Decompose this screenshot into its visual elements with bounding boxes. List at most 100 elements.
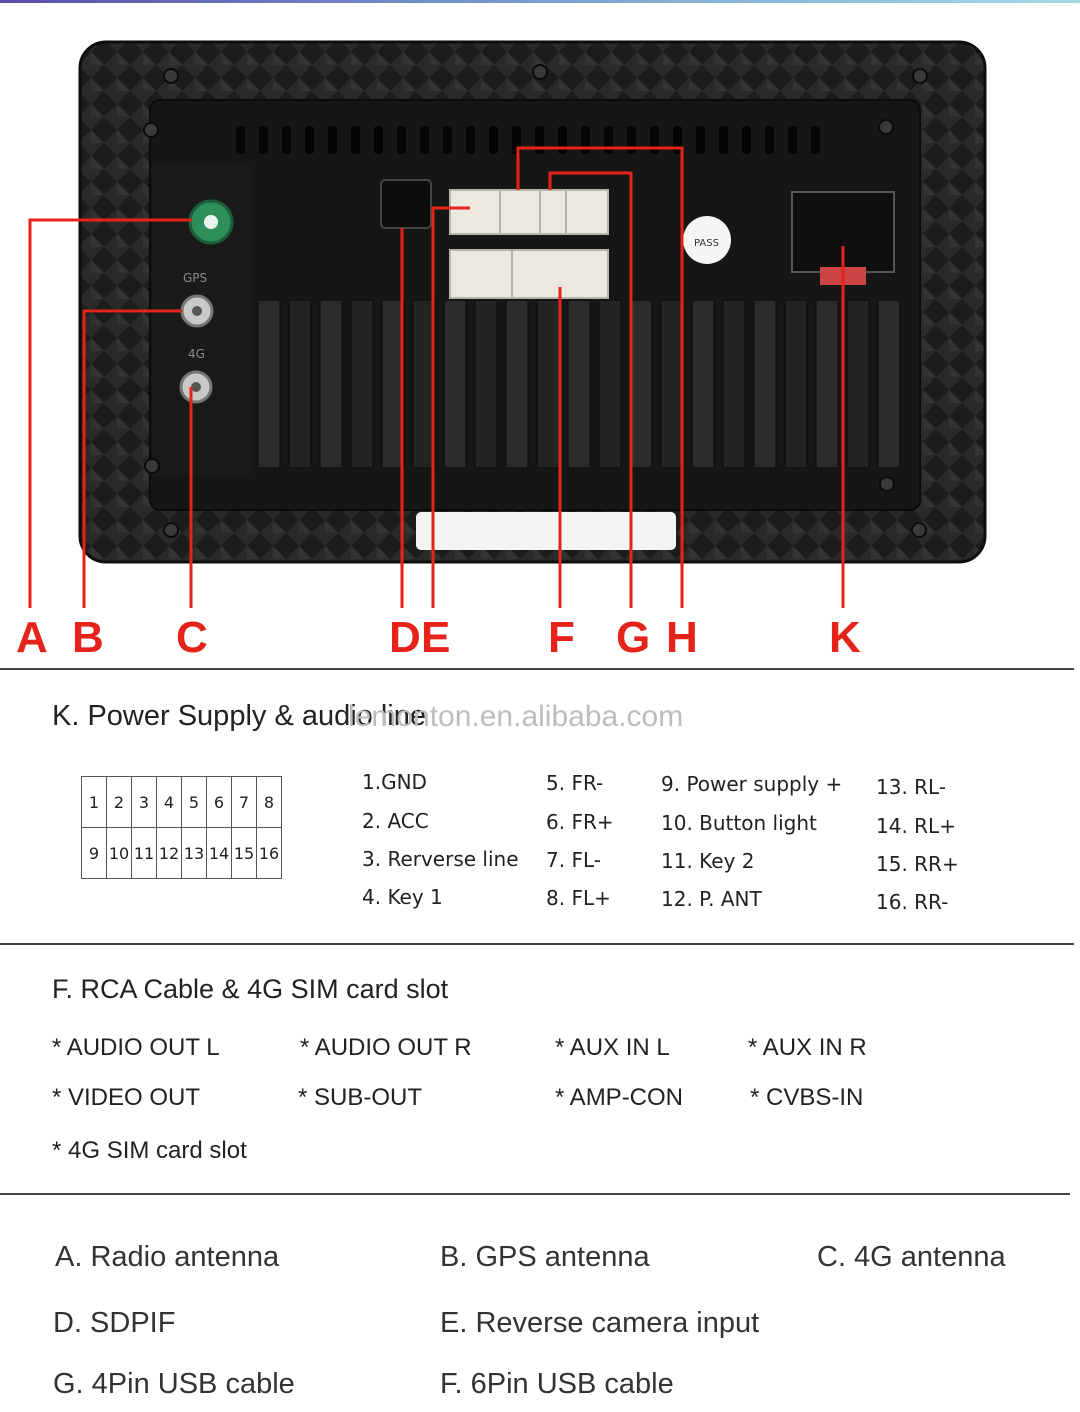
heat-sink-fin xyxy=(505,299,529,469)
rca-connector-block xyxy=(449,249,609,299)
divider xyxy=(0,668,1074,670)
heat-sink-fin xyxy=(660,299,684,469)
pin-desc: 12. P. ANT xyxy=(661,887,762,911)
top-accent-bar xyxy=(0,0,1080,3)
svg-text:PASS: PASS xyxy=(694,238,719,249)
legend-item: D. SDPIF xyxy=(53,1307,176,1339)
vent-slot xyxy=(236,126,245,154)
pin-desc: 15. RR+ xyxy=(876,852,959,876)
radio-antenna-port xyxy=(188,199,234,245)
pin-desc: 16. RR- xyxy=(876,890,949,914)
callout-lines xyxy=(28,146,845,608)
heat-sink-fin xyxy=(288,299,312,469)
screw xyxy=(163,522,179,538)
vent-slot xyxy=(650,126,659,154)
vent-slot xyxy=(535,126,544,154)
screw xyxy=(912,68,928,84)
heat-sink-fin xyxy=(753,299,777,469)
watermark: lemonton.en.alibaba.com xyxy=(348,700,684,733)
heat-sink-fin xyxy=(722,299,746,469)
heat-sink xyxy=(257,299,901,469)
pin-desc: 3. Rerverse line xyxy=(362,847,519,871)
pin-cell: 5 xyxy=(181,776,207,828)
heat-sink-fin xyxy=(846,299,870,469)
vent-slot xyxy=(489,126,498,154)
heat-sink-fin xyxy=(474,299,498,469)
heat-sink-fin xyxy=(691,299,715,469)
pin-desc: 7. FL- xyxy=(546,848,601,872)
mounting-screws xyxy=(143,64,928,538)
rca-item: * AUDIO OUT L xyxy=(52,1034,220,1061)
heat-sink-fin xyxy=(412,299,436,469)
rca-item: * AUX IN L xyxy=(555,1034,670,1061)
g4-port-label: 4G xyxy=(188,347,205,361)
pin-desc: 13. RL- xyxy=(876,775,947,799)
screw xyxy=(878,119,894,135)
callout-letter-h: H xyxy=(666,613,698,662)
rca-section-title: F. RCA Cable & 4G SIM card slot xyxy=(52,974,449,1004)
vent-slot xyxy=(420,126,429,154)
pin-desc: 4. Key 1 xyxy=(362,885,443,909)
rca-item: * CVBS-IN xyxy=(750,1084,864,1111)
heat-sink-fin xyxy=(815,299,839,469)
pin-desc: 8. FL+ xyxy=(546,886,611,910)
rca-item: * AUDIO OUT R xyxy=(300,1034,472,1061)
rca-item: * VIDEO OUT xyxy=(52,1084,201,1111)
gps-antenna-port xyxy=(180,294,214,328)
screw xyxy=(163,68,179,84)
vent-slot xyxy=(305,126,314,154)
pin-desc: 1.GND xyxy=(362,770,427,794)
qc-pass-sticker: PASS xyxy=(683,216,731,264)
heat-sink-fin xyxy=(536,299,560,469)
gps-port-label: GPS xyxy=(183,271,207,285)
pin-desc: 9. Power supply + xyxy=(661,772,843,796)
callout-letter-d: D xyxy=(389,613,421,662)
vent-slot xyxy=(351,126,360,154)
pin-cell: 6 xyxy=(206,776,232,828)
heat-sink-fin xyxy=(629,299,653,469)
rca-item: * 4G SIM card slot xyxy=(52,1137,247,1164)
vent-slot xyxy=(788,126,797,154)
vent-slot xyxy=(604,126,613,154)
vent-slot xyxy=(558,126,567,154)
heat-sink-fin xyxy=(319,299,343,469)
callout-letter-f: F xyxy=(548,613,575,662)
pin-cell: 3 xyxy=(131,776,157,828)
vent-slot xyxy=(581,126,590,154)
vent-slot xyxy=(466,126,475,154)
pin-cell: 15 xyxy=(231,827,257,879)
rca-item: * SUB-OUT xyxy=(298,1084,423,1111)
callout-letter-k: K xyxy=(829,613,861,662)
pin-cell: 8 xyxy=(256,776,282,828)
pin-desc: 14. RL+ xyxy=(876,814,956,838)
heat-sink-fin xyxy=(877,299,901,469)
pin-cell: 7 xyxy=(231,776,257,828)
divider xyxy=(0,943,1074,945)
screw xyxy=(911,522,927,538)
heat-sink-fin xyxy=(257,299,281,469)
vent-slot xyxy=(627,126,636,154)
vent-slot xyxy=(696,126,705,154)
pin-cell: 11 xyxy=(131,827,157,879)
pin-grid: 1 2 3 4 5 6 7 8 9 10 11 12 13 14 15 16 xyxy=(81,776,282,879)
heat-sink-fin xyxy=(381,299,405,469)
divider xyxy=(0,1193,1070,1195)
heat-sink-fin xyxy=(567,299,591,469)
callout-letter-b: B xyxy=(72,613,104,662)
heat-sink-fin xyxy=(350,299,374,469)
vent-slot xyxy=(282,126,291,154)
pin-cell: 16 xyxy=(256,827,282,879)
heat-sink-fin xyxy=(784,299,808,469)
pin-cell: 1 xyxy=(81,776,107,828)
device-back-diagram: GPS 4G PASS xyxy=(16,40,987,662)
vent-slot xyxy=(719,126,728,154)
callout-letter-e: E xyxy=(421,613,450,662)
spdif-port xyxy=(380,179,432,229)
callout-letter-a: A xyxy=(16,613,48,662)
vent-slot xyxy=(811,126,820,154)
vent-slot xyxy=(328,126,337,154)
pin-cell: 14 xyxy=(206,827,232,879)
screw xyxy=(144,458,160,474)
power-section-title: K. Power Supply & audio line xyxy=(52,700,426,732)
legend-item: F. 6Pin USB cable xyxy=(440,1368,674,1400)
